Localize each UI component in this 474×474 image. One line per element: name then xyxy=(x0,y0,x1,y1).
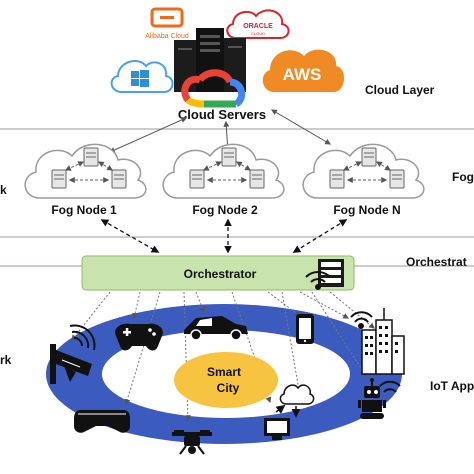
cloud-computer-icon xyxy=(264,384,315,440)
connector-fog1-orchestrator xyxy=(100,219,160,253)
fog-cloud-icon xyxy=(24,143,147,199)
fog-cloud-icon xyxy=(162,143,285,199)
fog-node-1-label: Fog Node 1 xyxy=(51,203,117,217)
wifi-icon xyxy=(350,311,373,329)
orchestrator-layer-label: Orchestrat xyxy=(406,255,467,269)
aws-logo: AWS xyxy=(262,49,345,92)
smart-city-line2: City xyxy=(217,381,240,395)
alibaba-label: Alibaba Cloud xyxy=(145,33,189,40)
buildings-icon xyxy=(361,308,405,375)
oracle-label-bottom: CLOUD xyxy=(251,31,265,36)
iot-layer-label: IoT App xyxy=(430,379,474,393)
robot-icon xyxy=(358,378,386,419)
windows-azure-logo xyxy=(110,60,174,93)
connector-fogN-orchestrator xyxy=(292,219,348,253)
car-icon xyxy=(184,316,248,341)
alibaba-logo: Alibaba Cloud xyxy=(145,7,189,40)
aws-label: AWS xyxy=(283,65,322,84)
wifi-icon xyxy=(305,271,331,290)
security-camera-icon xyxy=(50,344,92,384)
fog-node-2-label: Fog Node 2 xyxy=(192,203,258,217)
fog-left-label: k xyxy=(0,183,7,197)
cloud-layer-label: Cloud Layer xyxy=(365,83,435,97)
wifi-icon xyxy=(69,324,96,351)
gamepad-icon xyxy=(115,323,163,351)
fog-cloud-icon xyxy=(302,143,425,199)
orchestrator-box xyxy=(81,255,355,291)
cloud-servers-label: Cloud Servers xyxy=(178,107,266,122)
fog-node-n-label: Fog Node N xyxy=(333,203,400,217)
vr-headset-icon xyxy=(74,410,130,433)
connector-cloud-fogN xyxy=(270,109,332,145)
oracle-label-top: ORACLE xyxy=(243,23,273,30)
orchestrator-box-label: Orchestrator xyxy=(184,267,257,281)
google-cloud-logo xyxy=(181,69,246,108)
drone-icon xyxy=(172,430,212,455)
smart-city-node xyxy=(174,352,278,408)
smartphone-icon xyxy=(296,314,314,344)
oracle-logo: ORACLE CLOUD xyxy=(226,9,290,39)
connector-cloud-fog1 xyxy=(108,117,188,153)
iot-left-label: rk xyxy=(0,353,12,367)
fog-layer-label: Fog xyxy=(452,170,474,184)
wifi-icon xyxy=(379,380,401,393)
smart-city-line1: Smart xyxy=(207,365,241,379)
